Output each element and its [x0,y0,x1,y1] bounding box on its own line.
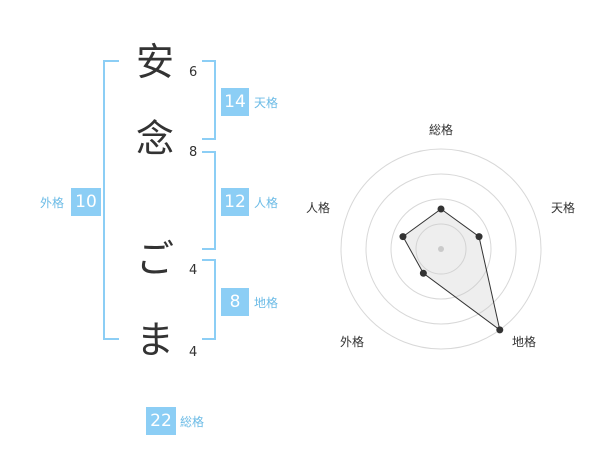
tenkaku-bracket [202,60,216,140]
radar-point-2 [496,326,504,334]
radar-ring-4 [340,148,542,350]
radar-point-0 [437,205,445,213]
radar-axis-label-2: 地格 [512,334,536,349]
stroke-count-3: 4 [189,263,198,278]
jinkaku-value: 12 [221,188,249,216]
chikaku-bracket [202,259,216,340]
radar-center [438,246,444,252]
radar-ring-1 [415,223,467,275]
tenkaku-value: 14 [221,88,249,116]
name-char-2: 念 [135,117,174,161]
radar-axis-label-0: 総格 [429,122,453,137]
radar-axis-label-4: 人格 [306,200,330,215]
name-char-3: ご [135,237,174,281]
radar-point-1 [475,233,483,241]
radar-ring-3 [365,173,517,325]
name-char-1: 安 [135,40,174,84]
soukaku-value: 22 [146,407,176,435]
radar-polygon [402,208,501,332]
radar-point-4 [399,233,407,241]
radar-axis-label-3: 外格 [340,334,364,349]
tenkaku-label: 天格 [254,96,279,110]
gaikaku-bracket [103,60,119,340]
radar-axis-label-1: 天格 [551,200,575,215]
chikaku-value: 8 [221,288,249,316]
radar-ring-2 [390,198,492,300]
gaikaku-value: 10 [71,188,101,216]
gaikaku-label: 外格 [40,196,65,210]
stroke-count-4: 4 [189,345,198,360]
soukaku-label: 総格 [180,415,205,429]
jinkaku-bracket [202,151,216,250]
radar-point-3 [419,269,427,277]
stroke-count-1: 6 [189,65,198,80]
name-char-4: ま [135,318,174,362]
chikaku-label: 地格 [254,296,279,310]
stroke-count-2: 8 [189,145,198,160]
jinkaku-label: 人格 [254,196,279,210]
